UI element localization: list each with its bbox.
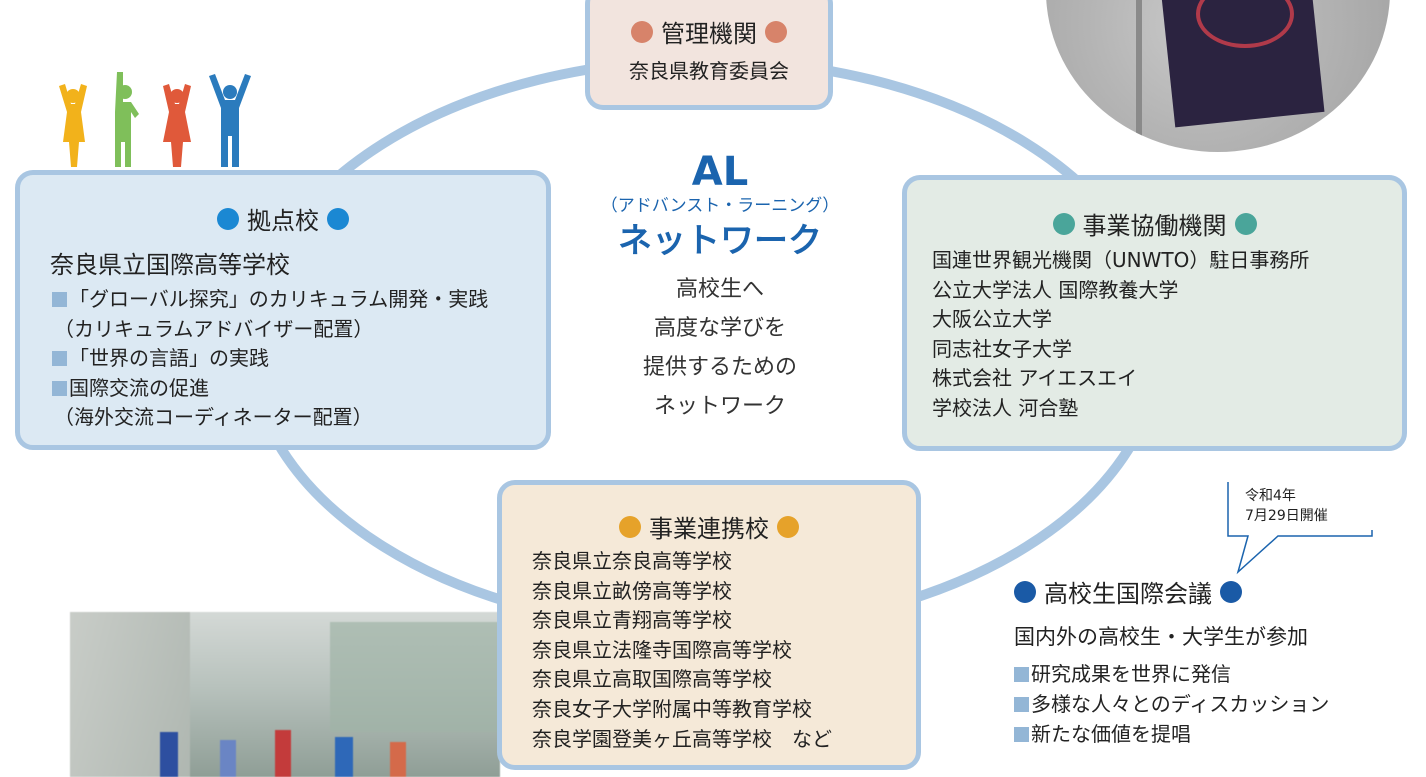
base-school-list: 「グローバル探究」のカリキュラム開発・実践 （カリキュラムアドバイザー配置） 「… xyxy=(52,285,488,433)
dot-icon xyxy=(1052,212,1075,235)
center-line: ネットワーク xyxy=(653,394,786,419)
admin-title: 管理機関 xyxy=(661,20,757,48)
bullet-icon xyxy=(52,292,67,307)
partners-heading: 事業協働機関 xyxy=(907,206,1402,241)
conference-lead: 国内外の高校生・大学生が参加 xyxy=(1014,625,1308,649)
partners-list: 国連世界観光機関（UNWTO）駐日事務所 公立大学法人 国際教養大学 大阪公立大… xyxy=(932,246,1309,424)
dot-icon xyxy=(217,207,239,230)
linked-schools-title: 事業連携校 xyxy=(649,515,769,543)
conference-title: 高校生国際会議 xyxy=(1044,580,1212,608)
list-item: 奈良県立高取国際高等学校 xyxy=(532,667,772,692)
bullet-icon xyxy=(1014,667,1029,682)
date-callout-bubble xyxy=(1227,482,1373,575)
center-description: 高校生へ 高度な学びを 提供するための ネットワーク xyxy=(570,270,870,426)
base-school-heading: 拠点校 xyxy=(20,201,546,236)
linked-schools-list: 奈良県立奈良高等学校 奈良県立畝傍高等学校 奈良県立青翔高等学校 奈良県立法隆寺… xyxy=(532,547,832,754)
linked-schools-heading: 事業連携校 xyxy=(502,509,916,544)
list-item: 新たな価値を提唱 xyxy=(1014,719,1329,749)
people-icon xyxy=(59,72,251,167)
list-item: 多様な人々とのディスカッション xyxy=(1014,689,1329,719)
al-title: AL xyxy=(691,149,749,195)
center-line: 提供するための xyxy=(642,355,797,380)
dot-icon xyxy=(777,515,799,538)
partners-box: 事業協働機関 国連世界観光機関（UNWTO）駐日事務所 公立大学法人 国際教養大… xyxy=(902,175,1407,451)
list-item: 奈良女子大学附属中等教育学校 xyxy=(532,696,812,721)
base-school-name: 奈良県立国際高等学校 xyxy=(50,251,290,279)
dot-icon xyxy=(631,20,653,43)
dot-icon xyxy=(327,207,349,230)
base-school-title: 拠点校 xyxy=(247,207,319,235)
admin-body: 奈良県教育委員会 xyxy=(629,59,789,83)
dot-icon xyxy=(1014,580,1036,603)
list-item: 「世界の言語」の実践 xyxy=(52,344,488,374)
conference-list: 研究成果を世界に発信 多様な人々とのディスカッション 新たな価値を提唱 xyxy=(1014,659,1329,749)
classroom-photo xyxy=(70,612,500,777)
list-item: 大阪公立大学 xyxy=(932,307,1052,332)
list-item: 株式会社 アイエスエイ xyxy=(932,366,1138,391)
bullet-icon xyxy=(52,380,67,396)
linked-schools-box: 事業連携校 奈良県立奈良高等学校 奈良県立畝傍高等学校 奈良県立青翔高等学校 奈… xyxy=(497,480,921,770)
list-item: 国際交流の促進 xyxy=(52,374,488,404)
date-line: 7月29日開催 xyxy=(1245,508,1328,524)
date-line: 令和4年 xyxy=(1245,488,1296,504)
bullet-icon xyxy=(1014,727,1029,742)
bullet-icon xyxy=(52,351,67,367)
center-line: 高度な学びを xyxy=(653,316,786,341)
list-item: 奈良学園登美ヶ丘高等学校 など xyxy=(532,726,832,751)
admin-heading: 管理機関 xyxy=(590,14,828,49)
network-title: ネットワーク xyxy=(618,221,822,261)
list-item: 研究成果を世界に発信 xyxy=(1014,659,1329,689)
dot-icon xyxy=(1234,212,1257,235)
list-item: 奈良県立畝傍高等学校 xyxy=(532,578,732,603)
list-item: 奈良県立奈良高等学校 xyxy=(532,549,732,573)
partners-title: 事業協働機関 xyxy=(1082,212,1227,240)
bullet-icon xyxy=(1014,697,1029,712)
list-item: 「グローバル探究」のカリキュラム開発・実践 xyxy=(52,285,488,315)
center-block: AL （アドバンスト・ラーニング） ネットワーク 高校生へ 高度な学びを 提供す… xyxy=(570,150,870,426)
conference-heading: 高校生国際会議 xyxy=(1014,574,1329,609)
list-item: 学校法人 河合塾 xyxy=(932,395,1079,420)
list-item: 国連世界観光機関（UNWTO）駐日事務所 xyxy=(932,248,1310,272)
list-item: 奈良県立法隆寺国際高等学校 xyxy=(532,637,792,662)
list-item: （カリキュラムアドバイザー配置） xyxy=(54,316,374,341)
conference-block: 高校生国際会議 国内外の高校生・大学生が参加 研究成果を世界に発信 多様な人々と… xyxy=(1014,574,1329,749)
list-item: （海外交流コーディネーター配置） xyxy=(54,405,373,430)
list-item: 奈良県立青翔高等学校 xyxy=(532,608,732,633)
base-school-box: 拠点校 奈良県立国際高等学校 「グローバル探究」のカリキュラム開発・実践 （カリ… xyxy=(15,170,551,450)
center-line: 高校生へ xyxy=(675,277,764,302)
dot-icon xyxy=(619,515,641,538)
al-subtitle: （アドバンスト・ラーニング） xyxy=(600,196,840,216)
list-item: 同志社女子大学 xyxy=(932,336,1072,361)
conference-date: 令和4年 7月29日開催 xyxy=(1245,486,1328,526)
admin-box: 管理機関 奈良県教育委員会 xyxy=(585,0,833,110)
list-item: 公立大学法人 国際教養大学 xyxy=(932,277,1179,302)
dot-icon xyxy=(1220,580,1242,603)
dot-icon xyxy=(765,20,787,43)
